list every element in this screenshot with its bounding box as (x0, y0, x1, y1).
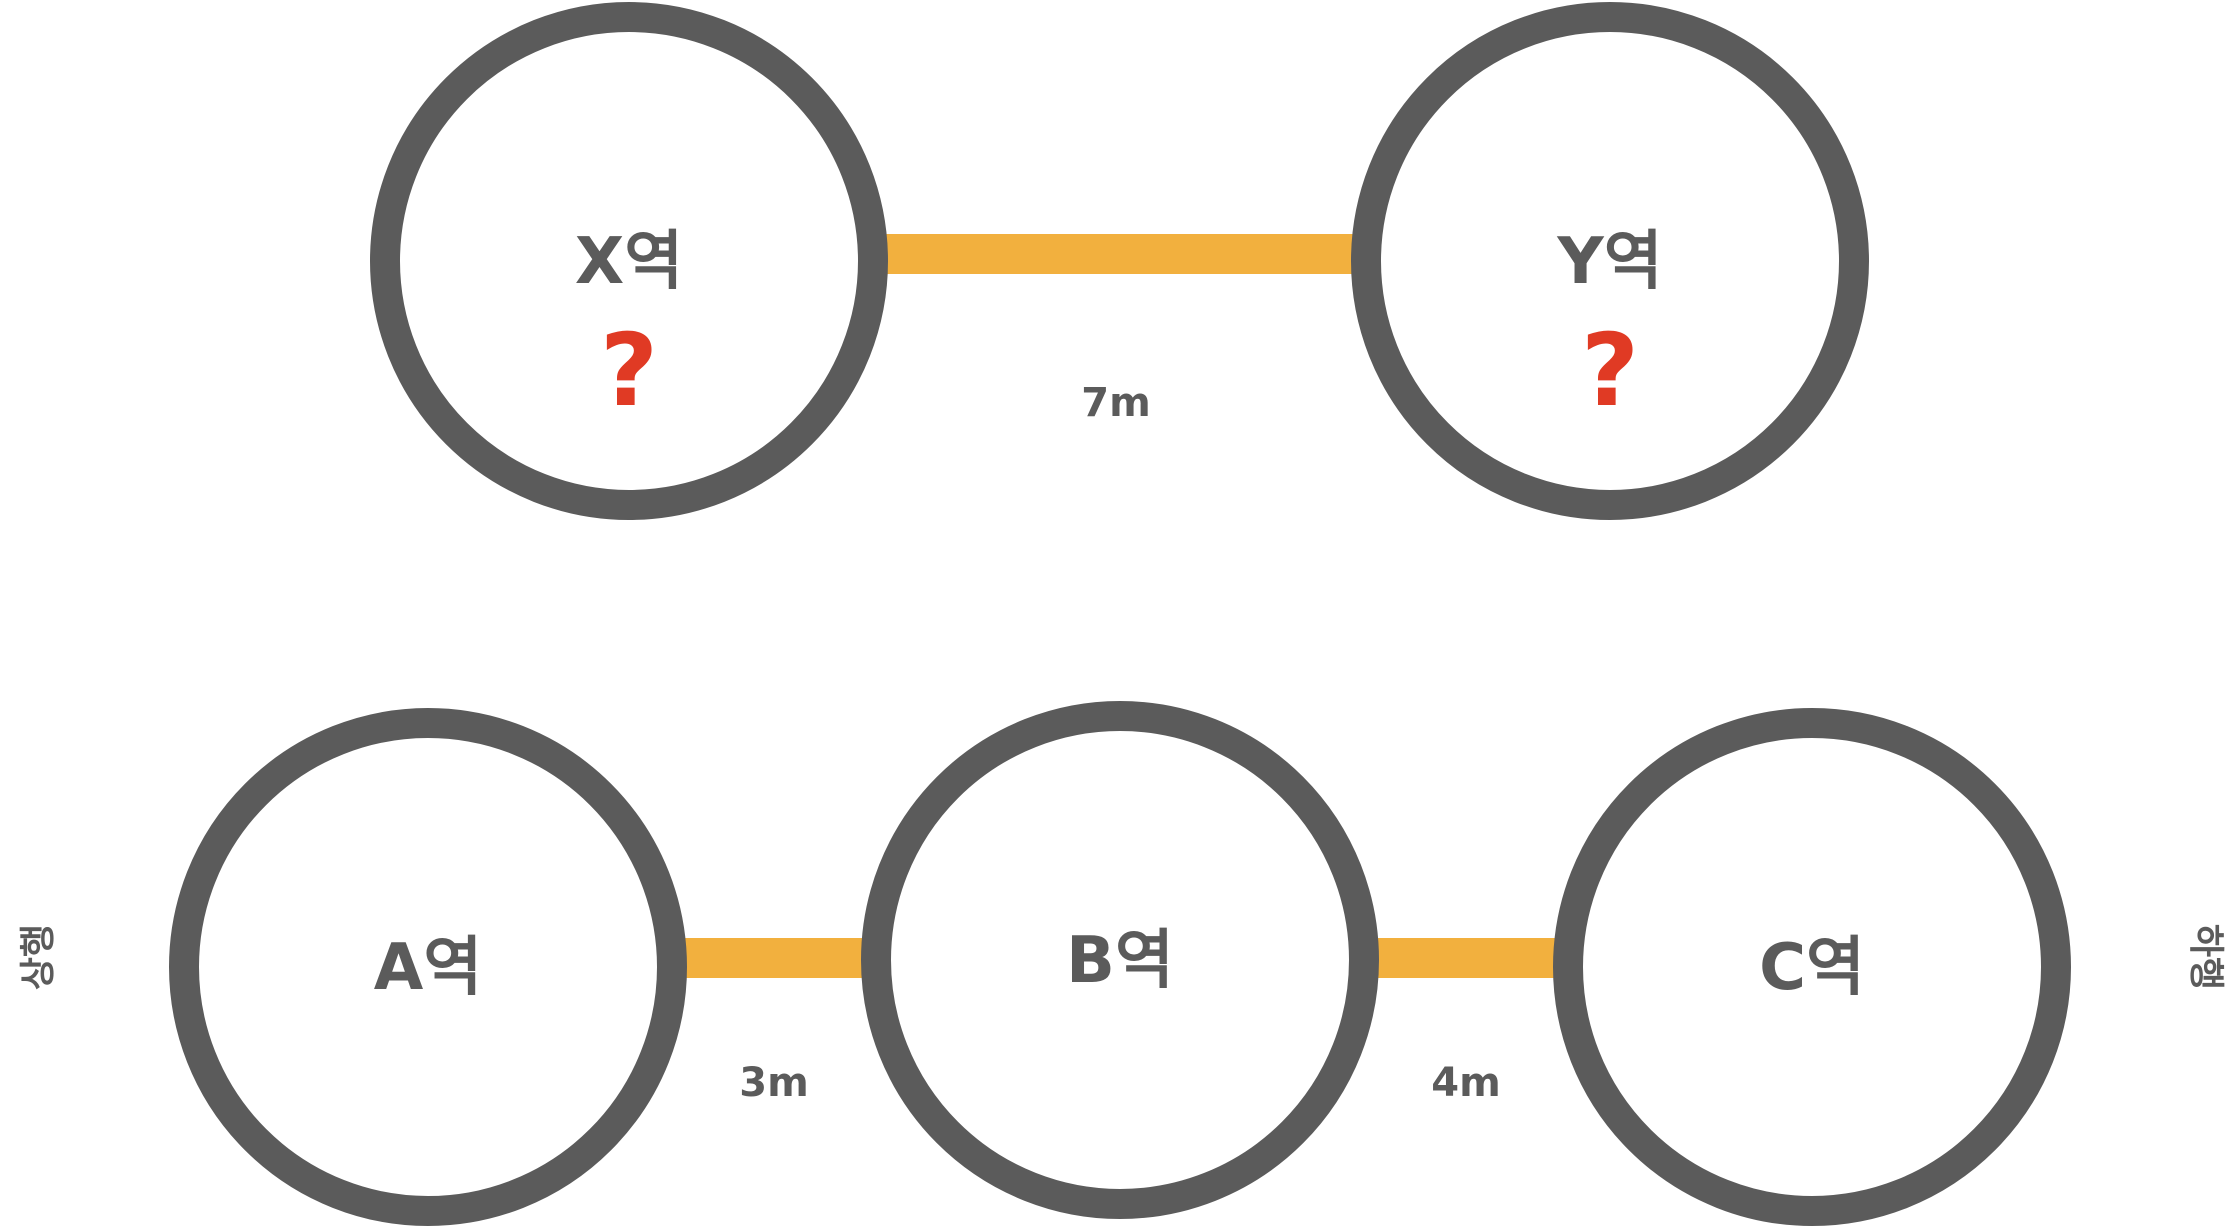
distance-b-c-label: 4m (1431, 1060, 1501, 1106)
track-x-y (880, 234, 1370, 274)
distance-x-y-label: 7m (1081, 380, 1151, 426)
station-c-label: C역 (1759, 931, 1865, 1005)
track-b-c (1360, 938, 1570, 978)
station-x-label: X역 (575, 225, 683, 299)
station-b-label: B역 (1066, 924, 1174, 998)
station-y-unknown-mark: ? (1581, 312, 1639, 429)
direction-down-label: 하행 (2185, 924, 2226, 990)
distance-a-b-label: 3m (739, 1060, 809, 1106)
station-x-circle (370, 2, 888, 520)
station-c-circle (1553, 708, 2071, 1226)
station-b-circle (861, 701, 1379, 1219)
station-a-circle (169, 708, 687, 1226)
station-y-circle (1351, 2, 1869, 520)
direction-up-label: 상행 (18, 924, 59, 990)
station-a-label: A역 (374, 931, 482, 1005)
station-x-unknown-mark: ? (600, 312, 658, 429)
track-a-b (670, 938, 880, 978)
station-y-label: Y역 (1556, 225, 1662, 299)
